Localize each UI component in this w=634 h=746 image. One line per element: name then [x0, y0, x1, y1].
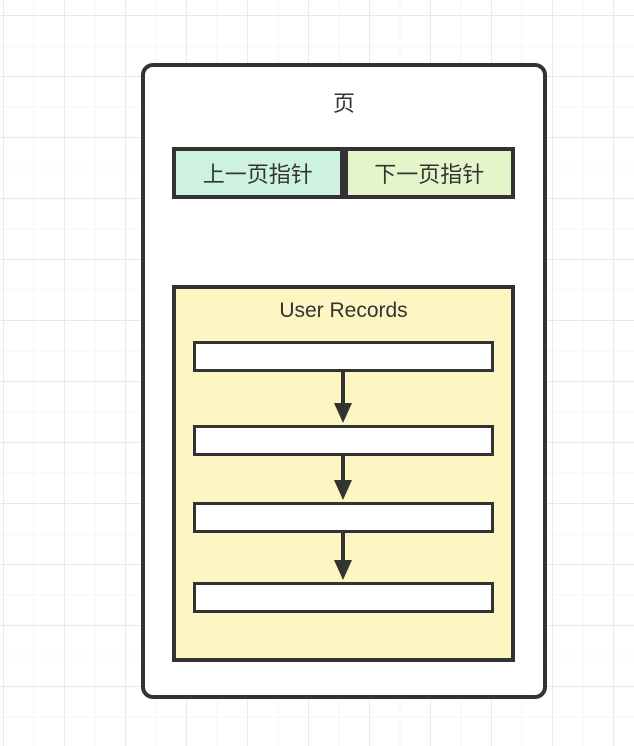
down-arrow-icon [331, 456, 355, 502]
pointer-row: 上一页指针 下一页指针 [172, 147, 515, 199]
record-slot [193, 425, 494, 456]
record-slot [193, 502, 494, 533]
user-records-title: User Records [279, 299, 408, 322]
down-arrow-icon [331, 533, 355, 582]
user-records-box: User Records [172, 285, 515, 662]
page-title: 页 [332, 91, 355, 116]
page-container: 页 上一页指针 下一页指针 User Records [141, 63, 547, 699]
down-arrow-icon [331, 372, 355, 425]
record-slot [193, 341, 494, 372]
record-slot [193, 582, 494, 613]
next-page-pointer-cell: 下一页指针 [343, 147, 515, 199]
prev-page-pointer-cell: 上一页指针 [172, 147, 344, 199]
prev-page-pointer-label: 上一页指针 [202, 162, 313, 187]
next-page-pointer-label: 下一页指针 [374, 162, 485, 187]
